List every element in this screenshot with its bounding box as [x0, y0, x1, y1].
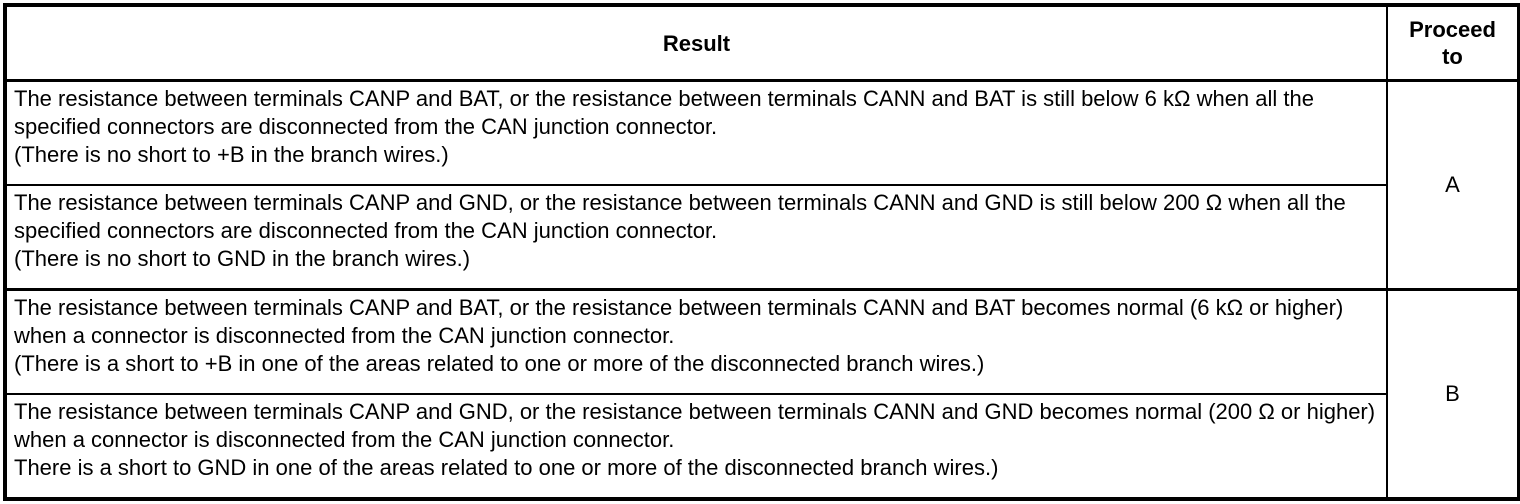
result-cell: The resistance between terminals CANP an… [4, 393, 1388, 500]
result-note: There is a short to GND in one of the ar… [14, 455, 999, 480]
result-note: (There is no short to GND in the branch … [14, 246, 471, 271]
result-text: The resistance between terminals CANP an… [14, 295, 1344, 348]
proceed-to-value-a: A [1386, 79, 1520, 291]
diagnosis-result-table: Result Proceed to The resistance between… [3, 3, 1520, 501]
table-row: The resistance between terminals CANP an… [4, 184, 1519, 291]
result-text: The resistance between terminals CANP an… [14, 399, 1376, 452]
result-text: The resistance between terminals CANP an… [14, 190, 1346, 243]
header-row: Result Proceed to [4, 4, 1520, 82]
table-row: The resistance between terminals CANP an… [4, 288, 1520, 500]
table-row: The resistance between terminals CANP an… [4, 393, 1519, 500]
result-note: (There is a short to +B in one of the ar… [14, 351, 985, 376]
proceed-to-value-b: B [1386, 288, 1520, 500]
result-cell: The resistance between terminals CANP an… [4, 184, 1388, 291]
table-row: The resistance between terminals CANP an… [4, 79, 1520, 291]
result-cell: The resistance between terminals CANP an… [4, 288, 1388, 395]
column-header-proceed-to: Proceed to [1386, 4, 1520, 82]
result-text: The resistance between terminals CANP an… [14, 86, 1314, 139]
result-cell: The resistance between terminals CANP an… [4, 79, 1388, 186]
column-header-result: Result [4, 4, 1388, 82]
result-note: (There is no short to +B in the branch w… [14, 142, 449, 167]
